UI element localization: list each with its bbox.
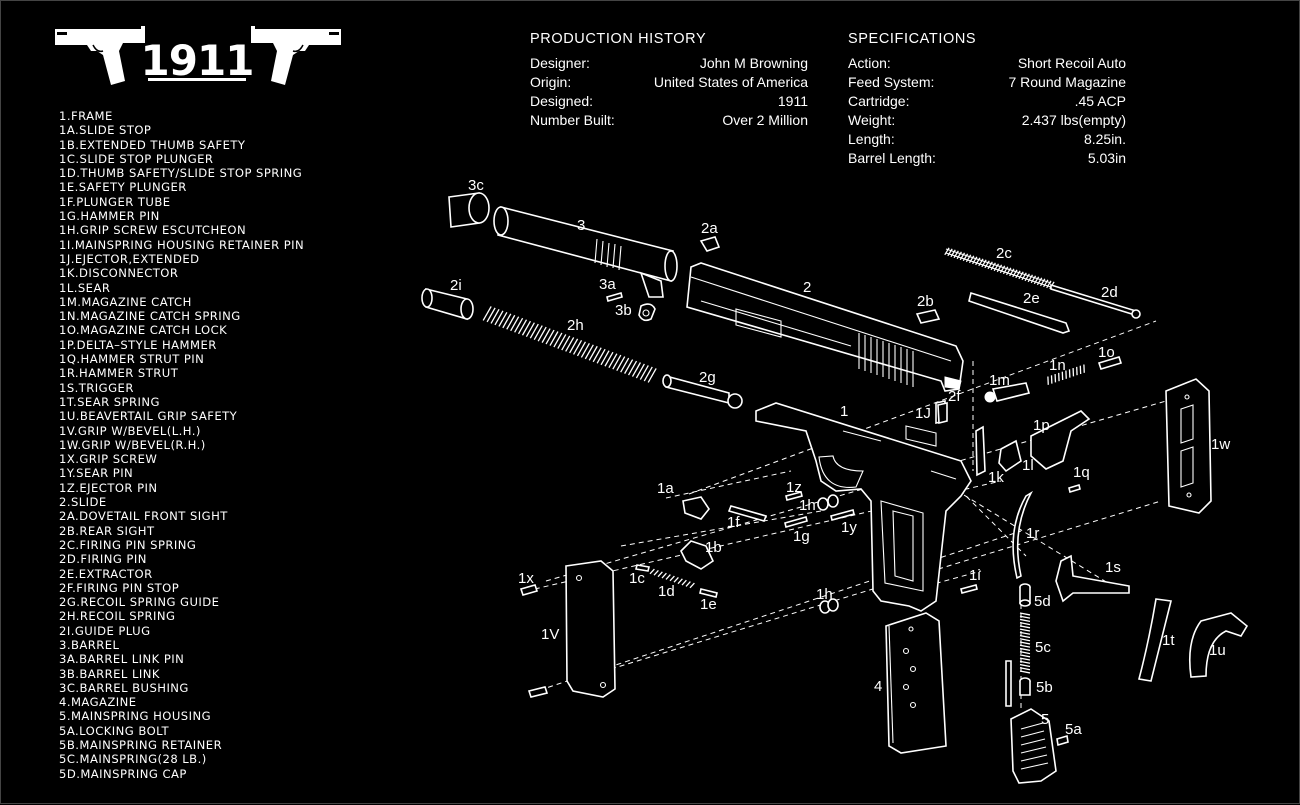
grip-screw-escutcheon-part-top [818, 495, 838, 510]
label-1k: 1k [988, 469, 1004, 486]
label-2f: 2f [948, 388, 961, 405]
label-2h: 2h [567, 317, 584, 334]
label-1s: 1s [1105, 559, 1121, 576]
label-5a: 5a [1065, 721, 1082, 738]
label-2: 2 [803, 279, 811, 296]
label-1y: 1y [841, 519, 857, 536]
label-5: 5 [1041, 711, 1049, 728]
label-3a: 3a [599, 276, 616, 293]
barrel-link-part [639, 304, 655, 320]
extractor-part [969, 293, 1069, 333]
label-1i: 1i [969, 567, 981, 584]
right-grip-part [1166, 379, 1211, 513]
slide-part [687, 263, 963, 391]
magazine-part [886, 613, 946, 753]
label-3c: 3c [468, 177, 484, 194]
label-1l: 1l [1022, 457, 1034, 474]
firing-pin-part [1051, 285, 1140, 318]
label-1o: 1o [1098, 344, 1115, 361]
label-1t: 1t [1162, 632, 1175, 649]
label-1d: 1d [658, 583, 675, 600]
label-1p: 1p [1033, 417, 1050, 434]
label-1c: 1c [629, 570, 645, 587]
label-3b: 3b [615, 302, 632, 319]
label-5d: 5d [1034, 593, 1051, 610]
label-1h-top: 1h [799, 497, 816, 514]
frame-part [756, 403, 971, 611]
disconnector-part [976, 427, 985, 475]
mainspring-housing-retainer-pin-part [961, 585, 977, 593]
guide-plug-part [422, 289, 473, 319]
mainspring-pin-part [1006, 661, 1011, 706]
label-1n: 1n [1049, 357, 1066, 374]
label-1: 1 [840, 403, 848, 420]
label-1b: 1b [705, 539, 722, 556]
label-1a: 1a [657, 480, 674, 497]
label-2i: 2i [450, 277, 462, 294]
rear-sight-part [917, 310, 939, 323]
label-2e: 2e [1023, 290, 1040, 307]
sear-part [999, 441, 1021, 471]
label-1r: 1r [1026, 525, 1039, 542]
barrel-bushing-part [449, 193, 489, 227]
label-2b: 2b [917, 293, 934, 310]
barrel-part [494, 207, 677, 297]
label-1e: 1e [700, 596, 717, 613]
label-1h: 1h [816, 586, 833, 603]
label-1g: 1g [793, 528, 810, 545]
label-4: 4 [874, 678, 882, 695]
label-2d: 2d [1101, 284, 1118, 301]
label-5b: 5b [1036, 679, 1053, 696]
left-grip-part [566, 561, 615, 697]
mainspring-retainer-part [1020, 678, 1030, 695]
label-1f: 1f [727, 514, 740, 531]
ejector-part [938, 403, 947, 423]
front-sight-part [701, 237, 719, 251]
label-1V: 1V [541, 626, 559, 643]
hammer-pin-part [785, 517, 807, 527]
label-3: 3 [577, 217, 585, 234]
label-2c: 2c [996, 245, 1012, 262]
label-1z: 1z [786, 479, 802, 496]
label-2a: 2a [701, 220, 718, 237]
label-1m: 1m [989, 372, 1010, 389]
label-1x: 1x [518, 570, 534, 587]
label-1w: 1w [1211, 436, 1230, 453]
label-5c: 5c [1035, 639, 1051, 656]
slide-stop-part [683, 497, 709, 519]
barrel-link-pin-part [607, 293, 622, 301]
label-1J: 1J [915, 405, 931, 422]
label-1u: 1u [1209, 642, 1226, 659]
label-2g: 2g [699, 369, 716, 386]
label-1q: 1q [1073, 464, 1090, 481]
hammer-strut-pin-part [1069, 485, 1080, 492]
mainspring-cap-part [1020, 584, 1030, 606]
